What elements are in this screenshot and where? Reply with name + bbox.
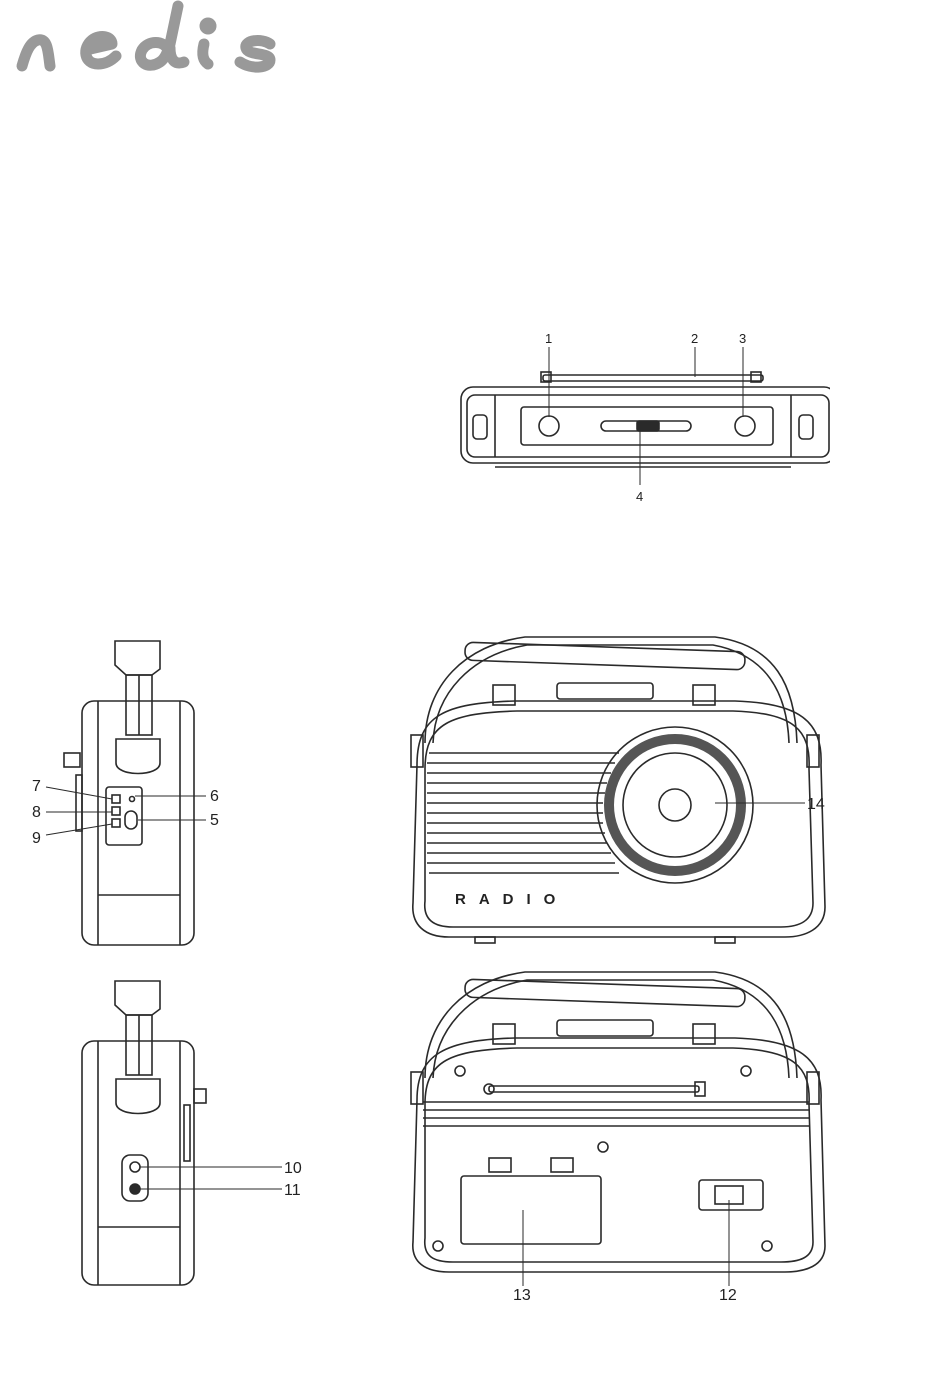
figure-side-view-jacks: 10 11	[20, 975, 340, 1290]
callout-13: 13	[513, 1287, 531, 1304]
figure-top-view: 1 2 3 4	[455, 325, 830, 505]
top-view-drawing: 1 2 3 4	[455, 325, 830, 505]
aux-jack	[130, 1184, 140, 1194]
callout-7: 7	[32, 778, 41, 795]
callout-11: 11	[284, 1182, 301, 1199]
figure-front-view: 14 RADIO	[405, 625, 835, 945]
nedis-logo	[8, 0, 308, 80]
front-panel-text: RADIO	[455, 891, 568, 908]
power-socket	[699, 1180, 763, 1210]
speaker-grille	[427, 753, 619, 873]
handle-grip	[465, 642, 745, 670]
callout-10: 10	[284, 1160, 302, 1177]
tuning-knob	[735, 416, 755, 436]
callout-4: 4	[636, 489, 643, 504]
callout-9: 9	[32, 830, 41, 847]
volume-knob	[539, 416, 559, 436]
back-view-drawing: 13 12	[405, 960, 835, 1305]
tuning-dial-center	[659, 789, 691, 821]
logo-graphic	[8, 0, 308, 80]
tuning-dial-ring	[609, 739, 741, 871]
side-view-controls-drawing: 7 6 8 5 9	[20, 635, 270, 950]
callout-5: 5	[210, 812, 219, 829]
figure-side-view-controls: 7 6 8 5 9	[20, 635, 270, 950]
callout-2: 2	[691, 331, 698, 346]
antenna-rod	[543, 375, 763, 381]
front-view-drawing: 14 RADIO	[405, 625, 835, 945]
callout-12: 12	[719, 1287, 737, 1304]
tuning-dial-outer	[597, 727, 753, 883]
side-body	[82, 701, 194, 945]
handle-top	[115, 641, 160, 675]
back-body	[413, 1038, 825, 1272]
figure-back-view: 13 12	[405, 960, 835, 1305]
callout-1: 1	[545, 331, 552, 346]
battery-compartment	[461, 1176, 601, 1244]
callout-14: 14	[807, 796, 825, 813]
headphone-jack	[130, 1162, 140, 1172]
callout-6: 6	[210, 788, 219, 805]
telescopic-antenna	[489, 1086, 699, 1092]
side-view-jacks-drawing: 10 11	[20, 975, 340, 1290]
callout-3: 3	[739, 331, 746, 346]
callout-8: 8	[32, 804, 41, 821]
